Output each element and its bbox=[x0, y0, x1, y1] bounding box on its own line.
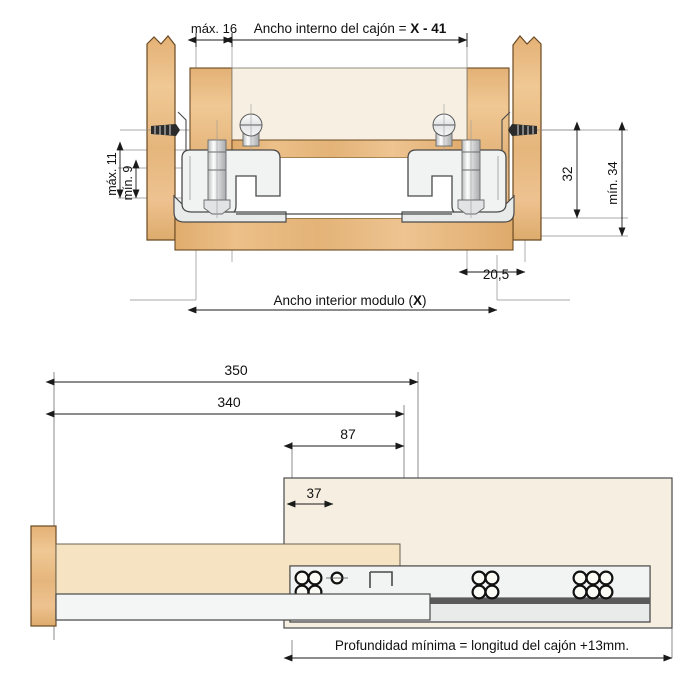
label-350: 350 bbox=[224, 362, 248, 378]
drawer-interior-area bbox=[231, 67, 468, 154]
screw-icon bbox=[120, 124, 190, 136]
label-ancho-modulo-suffix: ) bbox=[422, 293, 427, 308]
cabinet-left-panel bbox=[146, 35, 176, 241]
drawer-front-panel bbox=[30, 525, 57, 627]
label-max11: máx. 11 bbox=[105, 152, 119, 196]
label-ancho-modulo-prefix: Ancho interior modulo ( bbox=[273, 293, 413, 308]
top-view-group: máx. 16 Ancho interno del cajón = X - 41… bbox=[105, 21, 628, 314]
drawer-bottom-panel bbox=[174, 217, 514, 251]
screw-icon bbox=[508, 124, 580, 136]
label-ancho-interno-value: X - 41 bbox=[410, 21, 447, 36]
label-32: 32 bbox=[560, 166, 575, 181]
label-205: 20,5 bbox=[483, 267, 509, 282]
dimension-lines-side bbox=[45, 378, 673, 662]
roller-pair-icon bbox=[471, 570, 500, 600]
cabinet-right-panel bbox=[512, 35, 542, 241]
label-ancho-interno: Ancho interno del cajón = X - 41 bbox=[254, 21, 447, 36]
label-87: 87 bbox=[340, 426, 356, 442]
label-ancho-modulo-value: X bbox=[413, 293, 422, 308]
mounting-bolt-right bbox=[457, 120, 485, 218]
label-min34: mín. 34 bbox=[605, 161, 620, 204]
label-min9: mín. 9 bbox=[121, 166, 135, 201]
slide-rail-right-outer bbox=[401, 194, 515, 223]
cabinet-rail-divider bbox=[290, 598, 650, 604]
label-ancho-modulo: Ancho interior modulo (X) bbox=[273, 293, 426, 308]
latch-hook-detail bbox=[369, 571, 393, 588]
round-head-screw-left bbox=[239, 104, 263, 150]
label-340: 340 bbox=[217, 394, 241, 410]
label-max16: máx. 16 bbox=[191, 21, 237, 36]
side-view-group: 350 340 87 37 Profundidad mínima = longi… bbox=[30, 362, 673, 662]
mounting-bolt-left bbox=[203, 120, 231, 218]
label-profundidad-minima: Profundidad mínima = longitud del cajón … bbox=[335, 638, 629, 653]
drawer-inner-rail bbox=[55, 593, 431, 621]
roller-triple-icon bbox=[572, 570, 614, 600]
slide-rail-left-outer bbox=[173, 194, 287, 223]
round-head-screw-right bbox=[432, 104, 456, 150]
center-mark-icon bbox=[326, 571, 348, 585]
dimension-lines-top bbox=[116, 33, 626, 314]
label-37: 37 bbox=[306, 486, 321, 501]
label-ancho-interno-prefix: Ancho interno del cajón = bbox=[254, 21, 410, 36]
